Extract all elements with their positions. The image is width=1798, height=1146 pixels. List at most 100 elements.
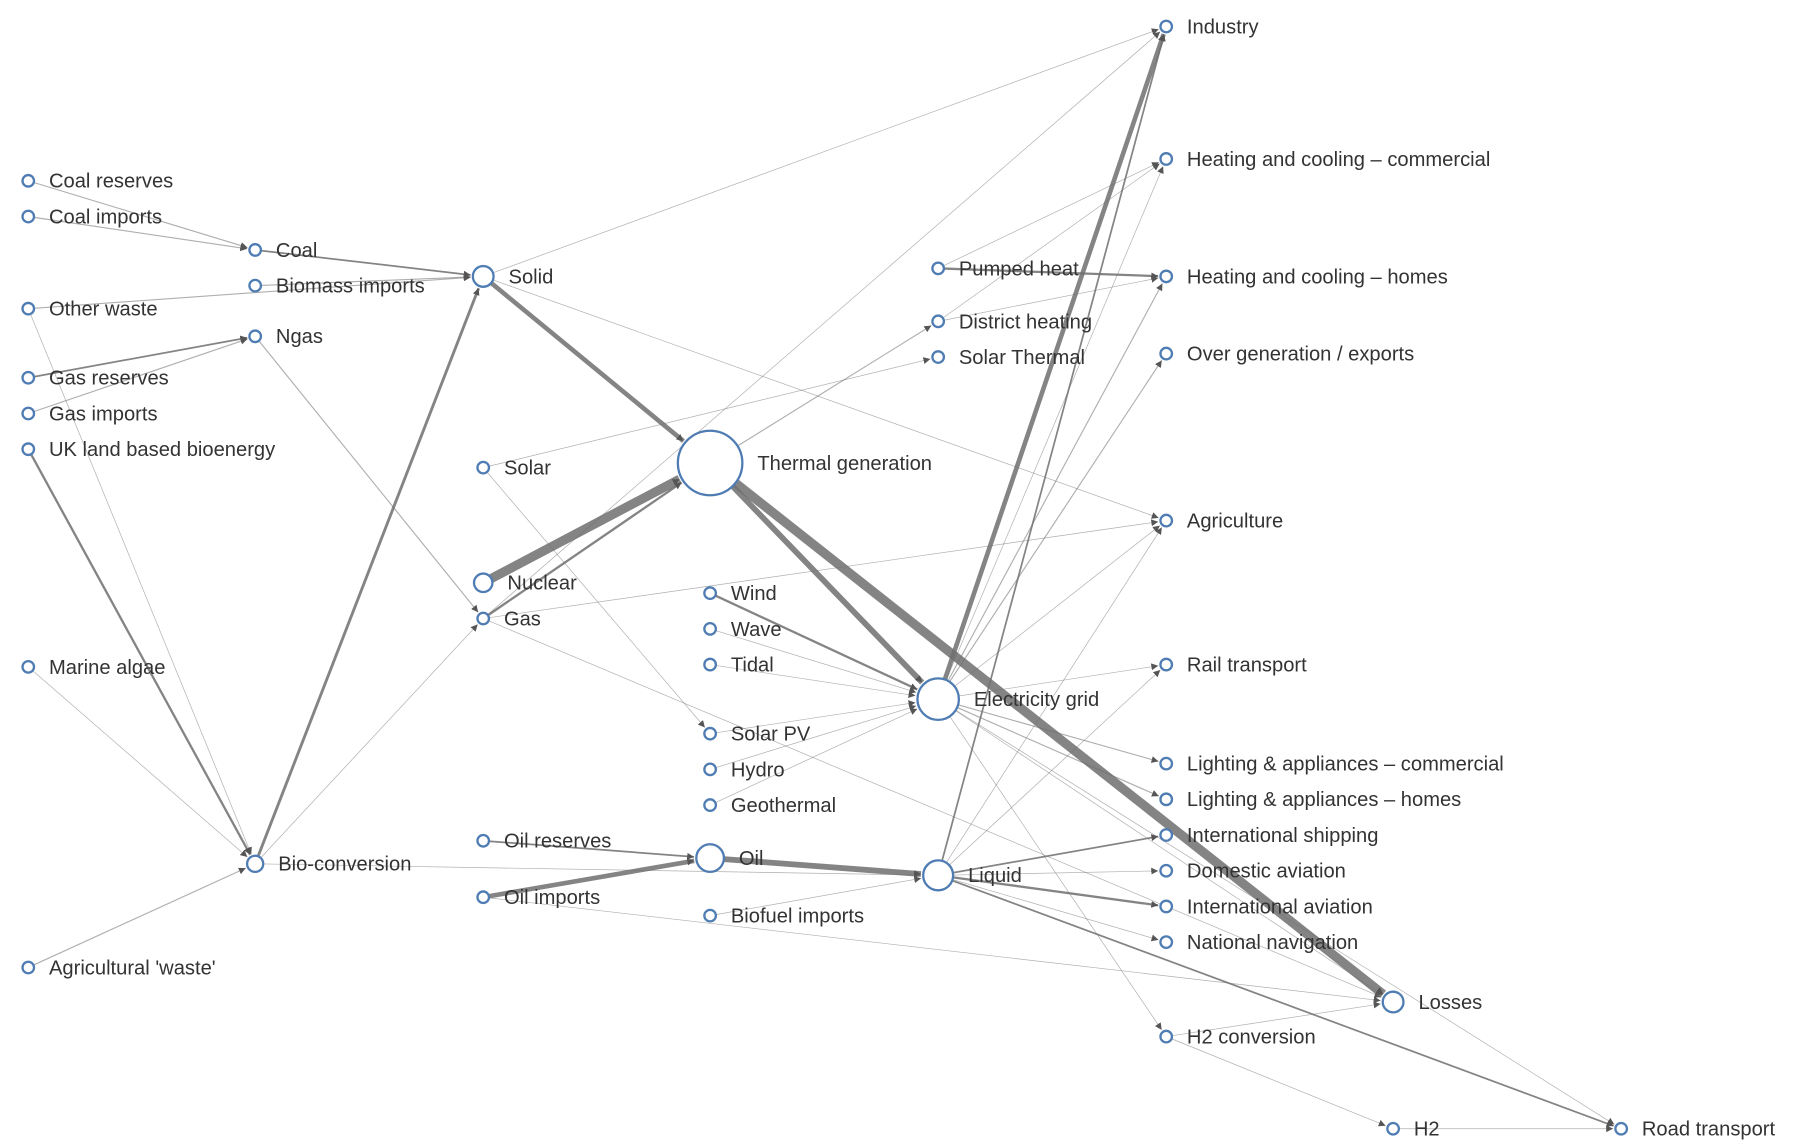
- node-circle[interactable]: [922, 859, 955, 892]
- node-circle[interactable]: [1159, 657, 1174, 672]
- node-ngas[interactable]: Ngas: [248, 326, 323, 348]
- node-circle[interactable]: [703, 908, 718, 923]
- node-circle[interactable]: [1159, 19, 1174, 34]
- node-wave[interactable]: Wave: [703, 619, 782, 641]
- node-international-aviation[interactable]: International aviation: [1159, 896, 1373, 918]
- node-industry[interactable]: Industry: [1159, 16, 1260, 38]
- node-solid[interactable]: Solid: [471, 264, 554, 288]
- node-circle[interactable]: [703, 621, 718, 636]
- link-electricity-grid-to-losses: [955, 710, 1383, 996]
- node-circle[interactable]: [1159, 935, 1174, 950]
- node-hydro[interactable]: Hydro: [703, 759, 785, 781]
- node-gas[interactable]: Gas: [476, 608, 541, 630]
- node-h2-conversion[interactable]: H2 conversion: [1159, 1026, 1316, 1048]
- link-solid-to-industry: [492, 28, 1159, 274]
- node-circle[interactable]: [21, 406, 36, 421]
- node-circle[interactable]: [916, 677, 961, 722]
- node-circle[interactable]: [471, 264, 495, 288]
- node-circle[interactable]: [1159, 828, 1174, 842]
- node-oil-reserves[interactable]: Oil reserves: [476, 831, 611, 853]
- node-coal-reserves[interactable]: Coal reserves: [21, 171, 174, 193]
- node-circle[interactable]: [476, 833, 491, 848]
- node-over-generation-exports[interactable]: Over generation / exports: [1159, 344, 1414, 366]
- node-circle[interactable]: [931, 261, 946, 276]
- node-lighting-appliances-commercial[interactable]: Lighting & appliances – commercial: [1159, 754, 1504, 776]
- node-circle[interactable]: [676, 429, 744, 497]
- node-tidal[interactable]: Tidal: [703, 654, 774, 676]
- node-circle[interactable]: [1159, 792, 1174, 807]
- node-circle[interactable]: [1159, 513, 1174, 528]
- node-solar[interactable]: Solar: [476, 458, 551, 480]
- node-bio-conversion[interactable]: Bio-conversion: [245, 854, 411, 876]
- node-circle[interactable]: [1159, 152, 1174, 166]
- node-h2[interactable]: H2: [1386, 1119, 1440, 1141]
- node-circle[interactable]: [21, 370, 36, 385]
- node-circle[interactable]: [1159, 756, 1174, 771]
- node-uk-land-based-bioenergy[interactable]: UK land based bioenergy: [21, 439, 277, 461]
- node-biofuel-imports[interactable]: Biofuel imports: [703, 906, 864, 928]
- node-circle[interactable]: [1159, 899, 1174, 914]
- node-heating-and-cooling-commercial[interactable]: Heating and cooling – commercial: [1159, 149, 1490, 171]
- node-heating-and-cooling-homes[interactable]: Heating and cooling – homes: [1159, 266, 1448, 288]
- node-circle[interactable]: [1386, 1121, 1401, 1136]
- node-circle[interactable]: [472, 572, 494, 594]
- node-oil[interactable]: Oil: [695, 843, 764, 874]
- node-oil-imports[interactable]: Oil imports: [476, 887, 600, 909]
- node-geothermal[interactable]: Geothermal: [703, 795, 836, 817]
- node-circle[interactable]: [703, 657, 718, 672]
- node-coal[interactable]: Coal: [248, 240, 317, 262]
- node-agricultural-waste[interactable]: Agricultural 'waste': [21, 957, 216, 979]
- node-agriculture[interactable]: Agriculture: [1159, 511, 1283, 533]
- node-circle[interactable]: [703, 586, 718, 601]
- link-thermal-generation-to-electricity-grid: [730, 484, 925, 685]
- node-nuclear[interactable]: Nuclear: [472, 572, 577, 595]
- node-circle[interactable]: [1381, 990, 1405, 1014]
- node-road-transport[interactable]: Road transport: [1614, 1119, 1776, 1141]
- node-circle[interactable]: [1159, 863, 1174, 878]
- node-other-waste[interactable]: Other waste: [21, 299, 158, 321]
- node-rail-transport[interactable]: Rail transport: [1159, 654, 1307, 676]
- node-circle[interactable]: [21, 209, 36, 224]
- node-liquid[interactable]: Liquid: [922, 859, 1022, 892]
- node-thermal-generation[interactable]: Thermal generation: [676, 429, 932, 497]
- node-circle[interactable]: [1159, 346, 1174, 361]
- node-national-navigation[interactable]: National navigation: [1159, 932, 1358, 954]
- node-circle[interactable]: [248, 243, 263, 257]
- node-circle[interactable]: [21, 301, 36, 316]
- node-circle[interactable]: [695, 843, 726, 874]
- node-circle[interactable]: [703, 762, 718, 777]
- node-circle[interactable]: [703, 798, 718, 812]
- node-gas-imports[interactable]: Gas imports: [21, 403, 158, 425]
- node-marine-algae[interactable]: Marine algae: [21, 657, 166, 679]
- node-circle[interactable]: [476, 460, 491, 475]
- node-lighting-appliances-homes[interactable]: Lighting & appliances – homes: [1159, 789, 1461, 811]
- node-domestic-aviation[interactable]: Domestic aviation: [1159, 861, 1346, 883]
- node-circle[interactable]: [248, 329, 263, 344]
- node-pumped-heat[interactable]: Pumped heat: [931, 258, 1079, 280]
- link-solid-to-thermal-generation: [489, 281, 685, 443]
- node-circle[interactable]: [21, 659, 36, 674]
- node-solar-pv[interactable]: Solar PV: [703, 724, 811, 746]
- node-circle[interactable]: [1614, 1121, 1629, 1136]
- node-circle[interactable]: [1159, 269, 1174, 284]
- node-circle[interactable]: [21, 960, 36, 975]
- node-circle[interactable]: [476, 890, 491, 905]
- node-losses[interactable]: Losses: [1381, 990, 1483, 1014]
- node-circle[interactable]: [21, 442, 36, 457]
- node-circle[interactable]: [703, 726, 718, 741]
- node-solar-thermal[interactable]: Solar Thermal: [931, 347, 1085, 369]
- node-circle[interactable]: [21, 173, 36, 188]
- node-gas-reserves[interactable]: Gas reserves: [21, 368, 169, 390]
- node-circle[interactable]: [476, 611, 491, 626]
- node-electricity-grid[interactable]: Electricity grid: [916, 677, 1099, 722]
- node-circle[interactable]: [931, 314, 946, 329]
- node-wind[interactable]: Wind: [703, 583, 777, 605]
- node-circle[interactable]: [1159, 1029, 1174, 1044]
- node-circle[interactable]: [248, 278, 263, 293]
- node-circle[interactable]: [245, 854, 265, 874]
- node-coal-imports[interactable]: Coal imports: [21, 206, 163, 228]
- node-international-shipping[interactable]: International shipping: [1159, 825, 1378, 847]
- node-district-heating[interactable]: District heating: [931, 311, 1092, 333]
- node-biomass-imports[interactable]: Biomass imports: [248, 276, 425, 298]
- node-circle[interactable]: [931, 350, 946, 364]
